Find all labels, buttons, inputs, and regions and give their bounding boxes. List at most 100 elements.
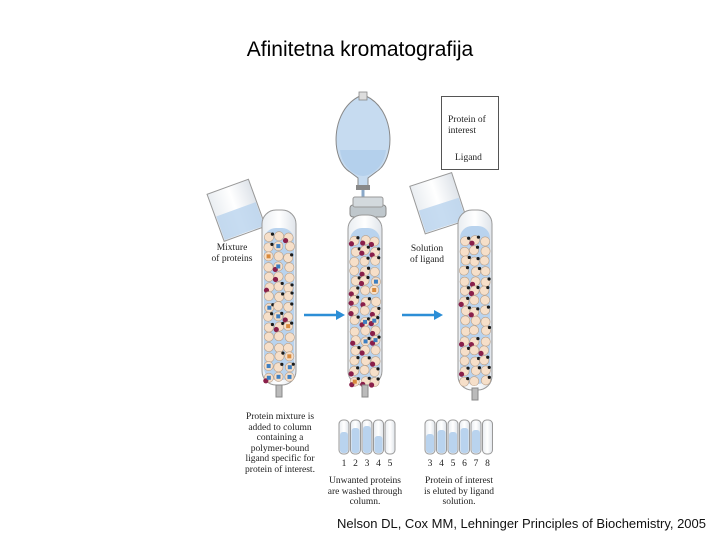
unwanted-protein [373,338,378,343]
bead [480,295,490,306]
bead [283,343,294,353]
protein-dot [359,250,365,256]
citation: Nelson DL, Cox MM, Lehninger Principles … [337,516,706,531]
ligand-dot [290,302,294,306]
ligand-dot [366,256,370,260]
ligand-dot [486,285,490,290]
ligand-dot [476,336,480,341]
ligand-dot [487,375,491,379]
ligand-dot [280,311,284,315]
bead [469,325,479,336]
beaker-mixture [206,178,267,242]
arrow-step-1 [304,310,345,320]
fraction-number: 8 [485,459,490,469]
ligand-dot [487,365,491,370]
fraction-number: 4 [376,459,381,469]
ligand-dot [290,291,294,295]
ligand-dot [376,377,380,381]
protein-dot [282,317,288,323]
tube-liquid [374,436,383,453]
tube-liquid [437,430,446,453]
ligand-dot [465,266,470,270]
protein-dot [360,240,366,246]
unwanted-protein [287,374,292,379]
tube-liquid [460,428,469,453]
bead [480,236,491,247]
protein-dot [348,241,355,247]
ligand-dot [466,346,471,350]
ligand-dot [356,356,360,360]
unwanted-protein [276,314,281,319]
protein-dot [458,301,464,307]
fraction-number: 2 [353,459,358,469]
bead [480,316,491,327]
ligand-dot [356,315,360,319]
unwanted-protein [287,354,292,359]
bead [459,355,470,366]
ligand-dot [466,377,470,381]
bead [369,266,380,277]
ligand-dot [281,351,285,355]
fraction-tube [384,419,396,455]
step1-caption: Protein mixture is added to column conta… [245,412,315,475]
fraction-number: 1 [342,459,347,469]
ligand-dot [367,356,371,360]
protein-dot [348,311,354,317]
bead [264,271,274,282]
ligand-dot [476,285,480,290]
bead [460,326,471,337]
ligand-dot [486,355,490,359]
ligand-dot [377,256,381,260]
ligand-dot [270,242,274,246]
bead [273,301,284,311]
bead [459,246,470,257]
bead [349,256,360,267]
unwanted-protein [372,288,377,293]
bead [460,315,471,326]
bead [459,276,470,287]
unwanted-protein [286,324,291,329]
bead [480,246,491,257]
ligand-dot [290,321,294,325]
ligand-dot [476,256,480,261]
bead [370,345,381,356]
bead [263,342,274,352]
legend-box [441,96,499,170]
fraction-number: 5 [388,459,393,469]
ligand-dot [270,312,274,316]
protein-dot [359,271,365,277]
ligand-dot [476,235,481,239]
ligand-dot [476,356,481,361]
protein-dot [348,300,354,306]
step3-caption: Protein of interest is eluted by ligand … [424,476,494,507]
protein-dot [358,280,365,287]
fraction-number: 4 [439,459,444,469]
protein-dot [359,350,365,356]
protein-dot [369,311,375,318]
bead [285,241,295,252]
bead [480,266,491,277]
bead [349,326,360,337]
ligand-dot [467,255,471,260]
mixture-label: Mixture of proteins [211,243,253,264]
bead [273,251,284,262]
bead [469,295,480,306]
unwanted-protein [266,254,271,259]
ligand-dot [291,362,295,366]
bead [349,265,360,276]
unwanted-protein [276,374,281,379]
ligand-dot [466,366,470,370]
column-2 [347,214,383,398]
fraction-number: 5 [451,459,456,469]
bead [284,332,295,343]
ligand-dot [356,286,360,290]
bead [360,285,371,296]
bead [479,255,490,266]
ligand-dot [475,245,480,249]
ligand-dot [366,317,371,321]
bead [371,296,381,307]
unwanted-protein [276,264,281,269]
protein-dot [272,276,279,283]
ligand-dot [356,366,360,370]
